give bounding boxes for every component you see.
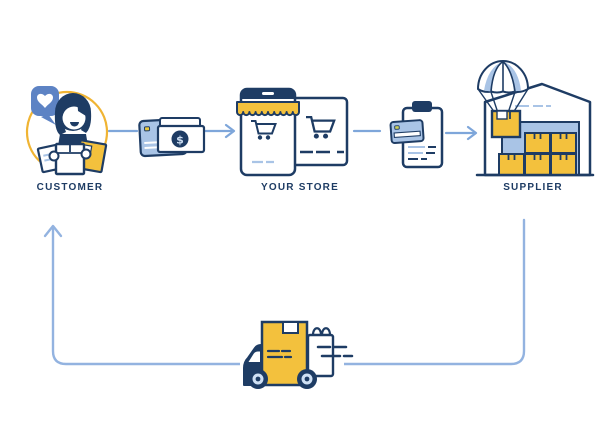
customer-label: CUSTOMER (36, 182, 104, 193)
connector-payment-to-store-arrow (202, 123, 236, 139)
payment-card-money-icon: $ (138, 117, 206, 158)
svg-text:$: $ (176, 134, 184, 147)
your-store-label: YOUR STORE (261, 182, 339, 193)
clipboard-clip (412, 101, 432, 112)
heart-speech-bubble-icon (31, 86, 59, 125)
order-text-lines (408, 146, 436, 160)
customer-packages (36, 139, 108, 176)
speed-lines (316, 345, 354, 358)
order-clipboard-icon (389, 101, 444, 169)
supplier-label: SUPPLIER (503, 182, 563, 193)
warehouse (475, 82, 595, 177)
dollar-banknote-icon: $ (156, 117, 206, 154)
parachute-package-icon (477, 60, 529, 139)
shopping-cart-icon (251, 120, 277, 140)
browser-window (285, 96, 349, 167)
shopping-cart-icon (306, 116, 336, 139)
supplier-icon (475, 60, 595, 177)
store-icon (236, 87, 349, 177)
shopping-bag-icon (306, 327, 335, 378)
connector-order-to-supplier-arrow (444, 125, 478, 141)
customer-figure (54, 93, 92, 146)
truck-wheels (248, 369, 317, 389)
delivery-truck-icon (240, 320, 354, 389)
loop-arrowhead-up (43, 224, 63, 238)
storefront-phone (236, 87, 300, 177)
customer-icon (25, 86, 109, 176)
store-awning (236, 101, 300, 117)
stacked-boxes (498, 132, 577, 176)
credit-card-icon (389, 119, 425, 144)
